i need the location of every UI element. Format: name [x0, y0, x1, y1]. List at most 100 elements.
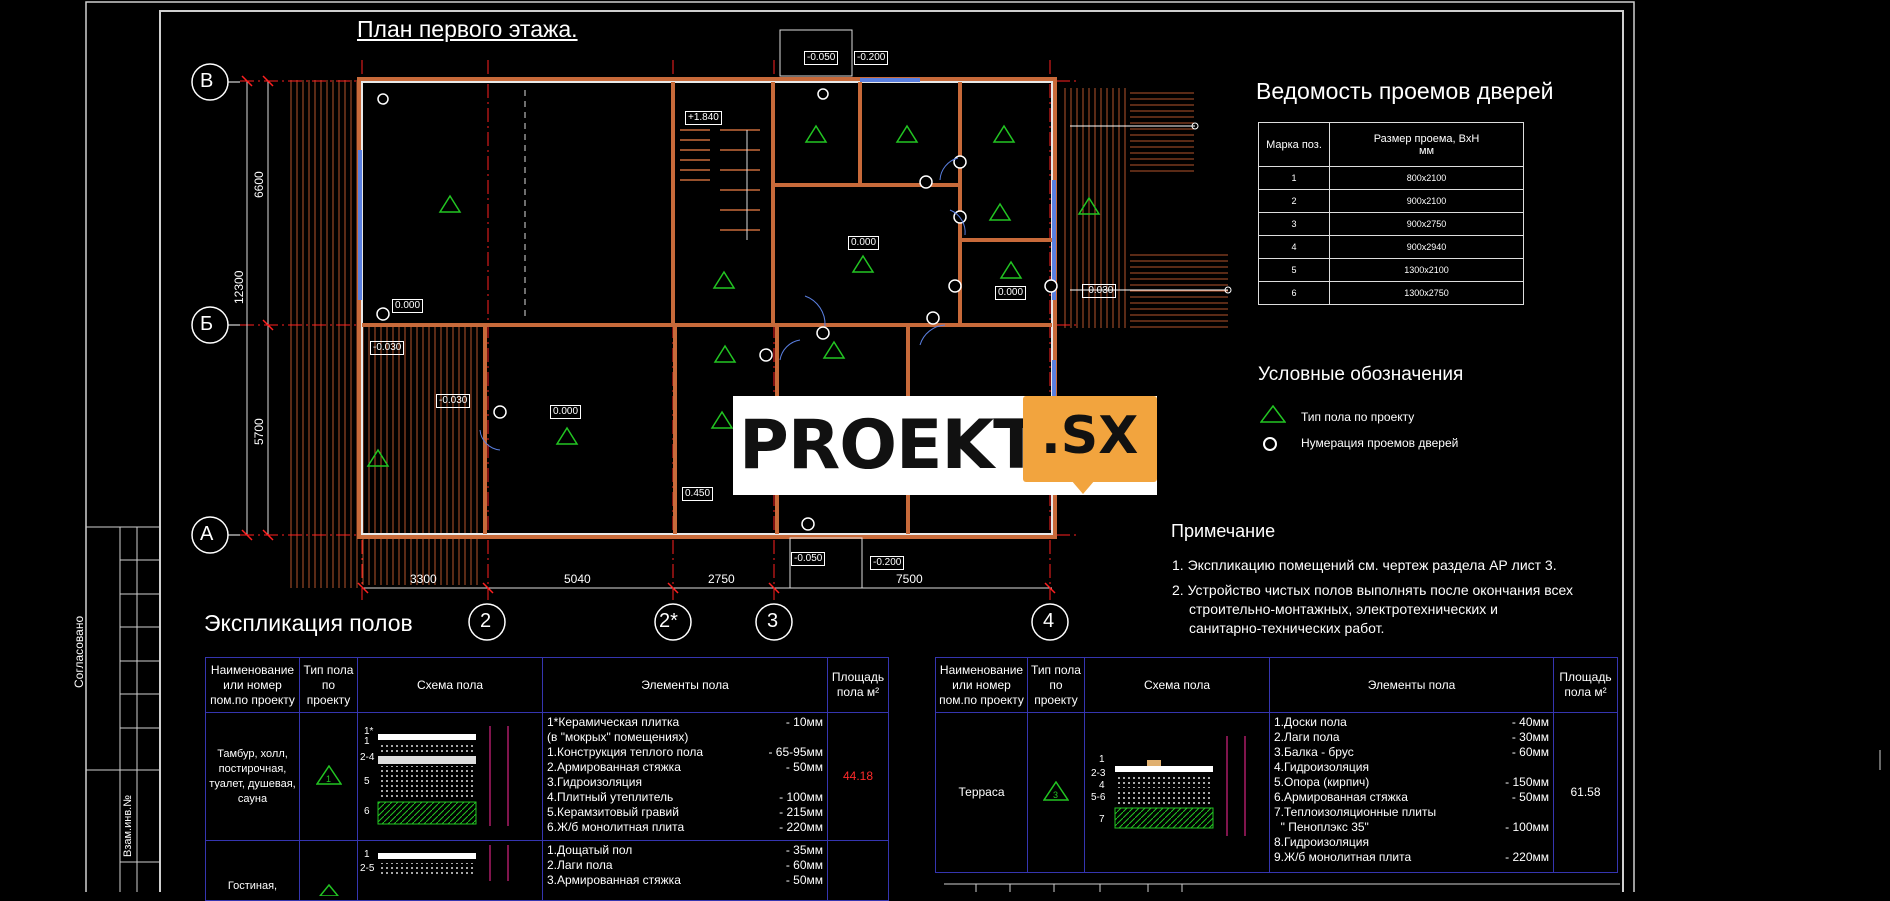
terrace-header-area: Площадь пола м² [1553, 657, 1618, 713]
dim-3300: 3300 [410, 572, 437, 586]
axis-number-2star: 2* [659, 610, 678, 632]
plan-title: План первого этажа. [357, 16, 578, 42]
floors-table: Наименование или номер пом.по проекту Ти… [205, 657, 889, 901]
floor-area-cell [827, 840, 889, 901]
terrace-header-elements: Элементы пола [1269, 657, 1554, 713]
floors-header-area: Площадь пола м² [827, 657, 889, 713]
floors-title: Экспликация полов [204, 610, 413, 636]
floor-area-cell: 44.18 [827, 712, 889, 841]
axis-label-b: Б [200, 313, 214, 335]
axis-number-3: 3 [767, 610, 779, 632]
level-mark: 0.000 [392, 299, 424, 313]
level-mark: -0.200 [870, 556, 905, 570]
floor-room-name: Тамбур, холл, постирочная, туалет, душев… [205, 712, 300, 841]
notes-line-1: 1. Экспликацию помещений см. чертеж разд… [1172, 557, 1557, 573]
door-size: 1300x2100 [1329, 258, 1524, 282]
terrace-elements-cell: 1.Доски пола- 40мм 2.Лаги пола- 30мм 3.Б… [1269, 712, 1554, 873]
door-mark: 5 [1258, 258, 1330, 282]
legend-door-marker-icon [1263, 437, 1277, 451]
stair-top-right [1130, 88, 1194, 174]
door-size: 1300x2750 [1329, 281, 1524, 305]
level-mark: 0.000 [995, 286, 1027, 300]
terrace-lower-left [288, 325, 478, 585]
floors-header-elements: Элементы пола [542, 657, 828, 713]
floors-header-name: Наименование или номер пом.по проекту [205, 657, 300, 713]
svg-text:4: 4 [1099, 780, 1105, 791]
svg-text:5: 5 [364, 776, 370, 787]
svg-text:2-4: 2-4 [360, 752, 375, 763]
terrace-header-scheme: Схема пола [1084, 657, 1270, 713]
svg-text:2-5: 2-5 [360, 863, 375, 874]
dim-6600: 6600 [252, 171, 266, 198]
floors-header-type: Тип пола по проекту [299, 657, 358, 713]
legend-floor-label: Тип пола по проекту [1301, 410, 1415, 424]
doors-header-size: Размер проема, ВхН мм [1329, 122, 1524, 167]
floor-type-triangle-icon [317, 883, 340, 897]
dim-12300: 12300 [232, 270, 246, 304]
door-mark: 6 [1258, 281, 1330, 305]
door-size: 900x2750 [1329, 212, 1524, 236]
level-mark: -0.050 [791, 552, 826, 566]
axis-label-a: А [200, 523, 214, 545]
terrace-header-name: Наименование или номер пом.по проекту [935, 657, 1028, 713]
level-mark: -0.030 [1082, 284, 1117, 298]
dim-2750: 2750 [708, 572, 735, 586]
terrace-floors-table: Наименование или номер пом.по проекту Ти… [935, 657, 1618, 873]
notes-line-3: строительно-монтажных, электротехнически… [1189, 601, 1498, 617]
door-mark: 3 [1258, 212, 1330, 236]
axis-number-2: 2 [480, 610, 492, 632]
door-size: 900x2940 [1329, 235, 1524, 259]
floor-scheme-cell: 1* 1 2-4 5 6 [357, 712, 543, 841]
watermark-badge: .SX [1023, 396, 1157, 482]
axis-label-v: В [200, 70, 214, 92]
terrace-area-cell: 61.58 [1553, 712, 1618, 873]
terrace-header-type: Тип пола по проекту [1027, 657, 1085, 713]
floor-type-triangle-icon: 3 [1042, 780, 1070, 801]
door-size: 800x2100 [1329, 166, 1524, 190]
floor-scheme-cell: 1 2-5 [357, 840, 543, 901]
terrace-scheme-cell: 1 2-3 4 5-6 7 [1084, 712, 1270, 873]
doors-schedule-title: Ведомость проемов дверей [1256, 78, 1554, 104]
svg-text:1: 1 [1099, 754, 1105, 765]
dim-5700: 5700 [252, 418, 266, 445]
notes-title: Примечание [1171, 521, 1276, 541]
floor-type-cell [299, 840, 358, 901]
floor-scheme-drawing: 1 2-5 [360, 845, 509, 881]
floor-type-triangle-icon: 1 [315, 764, 342, 785]
terrace-type-cell: 3 [1027, 712, 1085, 873]
level-mark: -0.050 [804, 51, 839, 65]
floors-header-scheme: Схема пола [357, 657, 543, 713]
level-mark: -0.030 [370, 341, 405, 355]
floor-elements-cell: 1.Дощатый пол- 35мм 2.Лаги пола- 60мм 3.… [542, 840, 828, 901]
door-mark: 2 [1258, 189, 1330, 213]
svg-text:1*: 1* [364, 726, 374, 737]
level-mark: 0.000 [550, 405, 582, 419]
floor-scheme-drawing: 1* 1 2-4 5 6 [360, 725, 509, 826]
door-size: 900x2100 [1329, 189, 1524, 213]
svg-text:7: 7 [1099, 814, 1105, 825]
svg-text:2-3: 2-3 [1091, 768, 1106, 779]
level-mark: -0.200 [854, 51, 889, 65]
floor-elements-cell: 1*Керамическая плитка- 10мм (в "мокрых" … [542, 712, 828, 841]
legend-door-label: Нумерация проемов дверей [1301, 436, 1459, 450]
svg-text:6: 6 [364, 806, 370, 817]
legend-title: Условные обозначения [1258, 364, 1464, 385]
level-mark: +1.840 [685, 111, 722, 125]
svg-text:1: 1 [326, 774, 331, 784]
floor-type-cell: 1 [299, 712, 358, 841]
floor-room-name: Гостиная, [205, 840, 300, 901]
svg-text:5-6: 5-6 [1091, 792, 1106, 803]
legend-floor-triangle-icon [1260, 405, 1286, 423]
watermark-text: PROEKT [739, 406, 1040, 485]
terrace-room-name: Терраса [935, 712, 1028, 873]
doors-header-mark: Марка поз. [1258, 122, 1330, 167]
level-mark: 0.000 [848, 236, 880, 250]
dim-5040: 5040 [564, 572, 591, 586]
dim-7500: 7500 [896, 572, 923, 586]
svg-text:3: 3 [1053, 790, 1058, 800]
notes-line-4: санитарно-технических работ. [1189, 620, 1385, 636]
svg-text:1: 1 [364, 736, 370, 747]
